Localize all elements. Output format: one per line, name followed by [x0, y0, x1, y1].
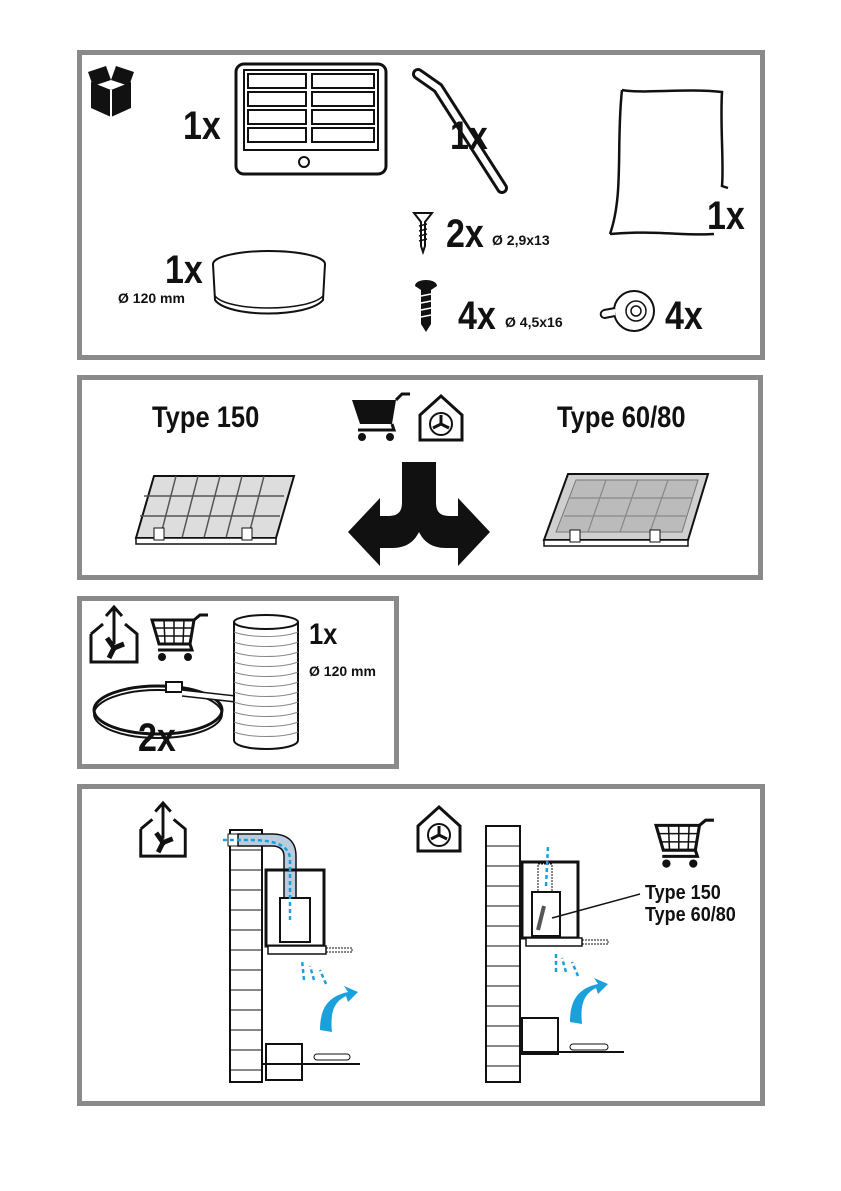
wall-anchor-icon [599, 290, 655, 332]
small-screw-size: Ø 2,9x13 [492, 232, 550, 248]
manual-sheet-illustration [608, 88, 729, 236]
filter-grille-illustration [234, 62, 388, 176]
recirculation-installation-illustration [485, 825, 641, 1083]
hose-clamp-qty: 2x [138, 716, 176, 760]
extraction-mode-icon [139, 800, 187, 858]
hose-qty: 1x [309, 618, 338, 651]
extraction-mode-icon [89, 604, 139, 664]
hose-diameter: Ø 120 mm [309, 663, 376, 679]
recirc-filter-label-type-60-80: Type 60/80 [645, 904, 736, 926]
allen-key-illustration [412, 68, 508, 194]
shopping-cart-icon [352, 392, 410, 441]
small-screw-qty: 2x [446, 212, 484, 256]
extraction-installation-illustration [220, 829, 360, 1083]
flexible-hose-illustration [233, 614, 299, 750]
recirc-filter-label-type-150: Type 150 [645, 882, 721, 904]
duct-ring-qty: 1x [165, 248, 203, 292]
small-screw-icon [411, 212, 435, 256]
type-150-label: Type 150 [152, 401, 260, 434]
box-icon [88, 66, 134, 117]
duct-ring-diameter: Ø 120 mm [118, 290, 185, 306]
duct-ring-illustration [212, 250, 326, 315]
recirculation-mode-icon [416, 804, 462, 853]
split-arrow-icon [348, 462, 490, 566]
large-screw-size: Ø 4,5x16 [505, 314, 563, 330]
large-screw-qty: 4x [458, 294, 496, 338]
type-150-filter-illustration [134, 475, 296, 545]
type-60-80-label: Type 60/80 [557, 401, 686, 434]
shopping-cart-icon [654, 818, 714, 868]
allen-key-qty: 1x [450, 114, 488, 158]
large-screw-icon [415, 280, 437, 332]
filter-grille-qty: 1x [183, 104, 221, 148]
type-60-80-filter-illustration [542, 473, 710, 547]
wall-anchor-qty: 4x [665, 294, 703, 338]
manual-sheet-qty: 1x [707, 194, 745, 238]
recirculation-mode-icon [418, 393, 464, 442]
hose-clamp-illustration [92, 681, 237, 739]
shopping-cart-icon [150, 613, 208, 661]
